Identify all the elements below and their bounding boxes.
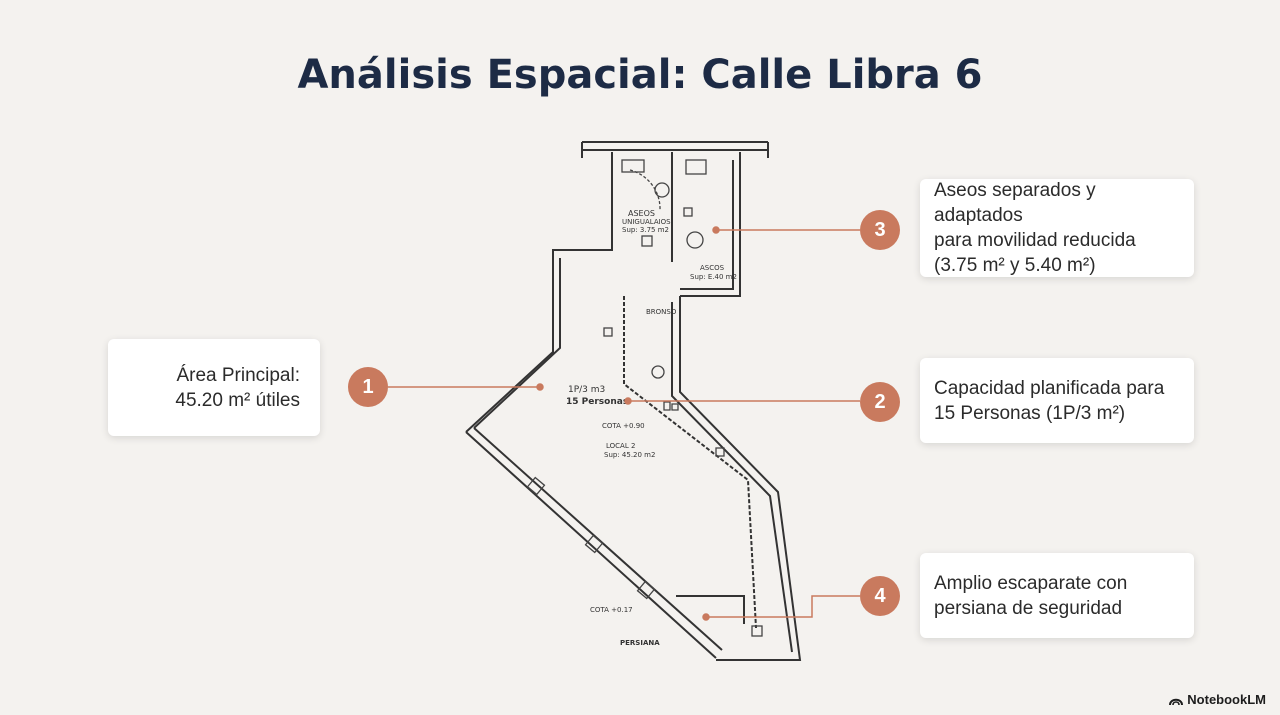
cota-label-1: COTA +0.90: [602, 422, 645, 430]
aseos1-area: Sup: 3.75 m2: [622, 226, 669, 234]
callout-card-3: Aseos separados y adaptados para movilid…: [920, 179, 1194, 277]
callout-card-1: Área Principal: 45.20 m² útiles: [108, 339, 320, 436]
callout-4-line-2: persiana de seguridad: [934, 597, 1123, 619]
callout-2-line-2: 15 Personas (1P/3 m²): [934, 402, 1126, 424]
capacity-label-2: 15 Personas: [566, 397, 628, 407]
capacity-label-1: 1P/3 m3: [568, 385, 605, 395]
plan-labels: ASEOS UNIGUALAIOS Sup: 3.75 m2 ASCOS Sup…: [566, 209, 737, 647]
callout-badge-3: 3: [860, 210, 900, 250]
callout-1-line-2: 45.20 m² útiles: [175, 389, 300, 411]
callout-badge-4: 4: [860, 576, 900, 616]
cota-label-2: COTA +0.17: [590, 606, 633, 614]
callout-3-line-2: para movilidad reducida: [934, 230, 1136, 251]
aseos2-area: Sup: E.40 m2: [690, 273, 737, 281]
callout-4-line-1: Amplio escaparate con: [934, 572, 1128, 594]
local-area-label: Sup: 45.20 m2: [604, 451, 655, 459]
local-label: LOCAL 2: [606, 442, 635, 450]
bronso-label: BRONSO: [646, 308, 677, 316]
callout-3-line-1: Aseos separados y adaptados: [934, 180, 1096, 226]
persiana-label: PERSIANA: [620, 639, 660, 647]
brand-mark: NotebookLM: [1169, 692, 1266, 707]
page-title: Análisis Espacial: Calle Libra 6: [297, 52, 983, 98]
plan-fixtures: [526, 159, 763, 637]
brand-label: NotebookLM: [1187, 692, 1266, 707]
callout-badge-2: 2: [860, 382, 900, 422]
aseos2-title: ASCOS: [700, 264, 725, 272]
callout-2-line-1: Capacidad planificada para: [934, 377, 1165, 399]
notebooklm-logo-icon: [1169, 698, 1184, 705]
leader-lines: [388, 226, 860, 621]
aseos1-sub: UNIGUALAIOS: [622, 218, 671, 226]
callout-badge-1: 1: [348, 367, 388, 407]
callout-card-4: Amplio escaparate con persiana de seguri…: [920, 553, 1194, 638]
callout-1-line-1: Área Principal:: [176, 364, 300, 386]
aseos1-title: ASEOS: [628, 209, 655, 218]
callout-card-2: Capacidad planificada para 15 Personas (…: [920, 358, 1194, 443]
callout-3-line-3: (3.75 m² y 5.40 m²): [934, 255, 1096, 276]
